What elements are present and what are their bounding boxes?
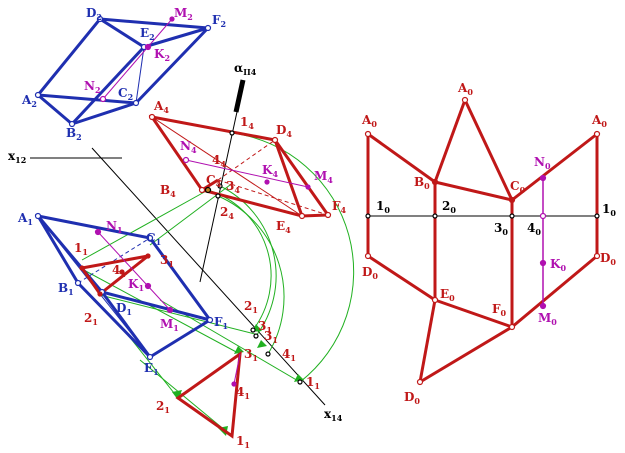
label-d1: D1 bbox=[116, 301, 132, 317]
edge-c2-e2 bbox=[135, 46, 145, 104]
label-e0: E0 bbox=[440, 287, 455, 303]
projection-1 bbox=[34, 213, 213, 359]
label-11: 11 bbox=[74, 241, 88, 257]
label-d0-bottom: D0 bbox=[404, 390, 420, 406]
edge-d1-f1 bbox=[101, 290, 211, 322]
label-e2: E2 bbox=[140, 26, 155, 42]
label-n2: N2 bbox=[84, 79, 101, 95]
edge-b1-c1 bbox=[77, 237, 151, 284]
label-m1: M1 bbox=[160, 317, 179, 333]
label-k1: K1 bbox=[128, 277, 144, 293]
label-b2: B2 bbox=[66, 126, 82, 142]
axis-lines bbox=[30, 79, 598, 406]
section-triangle-1 bbox=[79, 254, 149, 297]
label-a1: A1 bbox=[17, 211, 33, 227]
label-3p1c: 31 bbox=[258, 319, 272, 335]
label-a0-right: A0 bbox=[591, 113, 607, 129]
label-30: 30 bbox=[494, 221, 508, 237]
label-10: 10 bbox=[376, 199, 390, 215]
quad-4-outline bbox=[148, 114, 331, 218]
label-41: 41 bbox=[112, 263, 126, 279]
plane-alpha-trace bbox=[199, 97, 241, 283]
point-markers bbox=[34, 15, 601, 387]
label-e4: E4 bbox=[276, 219, 291, 235]
plane-alpha-trace-thick bbox=[233, 79, 246, 113]
line-m2-n2 bbox=[102, 18, 173, 100]
line-m1-n1 bbox=[97, 231, 171, 311]
edge-d4-e4 bbox=[273, 139, 304, 217]
label-4p1c: 41 bbox=[236, 385, 250, 401]
label-c1: C1 bbox=[146, 231, 161, 247]
label-m2: M2 bbox=[174, 6, 193, 22]
label-1p0: 10 bbox=[602, 202, 616, 218]
label-1p1b: 11 bbox=[236, 434, 250, 450]
label-24: 24 bbox=[220, 205, 234, 221]
label-31: 31 bbox=[160, 253, 174, 269]
label-x14: x14 bbox=[324, 407, 343, 423]
label-20: 20 bbox=[442, 199, 456, 215]
edge-a2-b2 bbox=[37, 93, 73, 126]
label-m0: M0 bbox=[538, 311, 557, 327]
label-44: 44 bbox=[212, 153, 226, 169]
label-a2: A2 bbox=[21, 93, 37, 109]
label-m4: M4 bbox=[314, 169, 333, 185]
label-34: 34 bbox=[226, 179, 240, 195]
label-f2: F2 bbox=[212, 13, 226, 29]
label-3p1: 31 bbox=[264, 329, 278, 345]
label-b1: B1 bbox=[58, 281, 74, 297]
edge-c4-d4 bbox=[217, 139, 276, 181]
label-4p1b: 41 bbox=[282, 347, 296, 363]
axis-x14 bbox=[91, 147, 326, 406]
label-b4: B4 bbox=[160, 183, 176, 199]
label-k4: K4 bbox=[262, 163, 278, 179]
edge-e2-b2 bbox=[70, 45, 146, 126]
edge-c4-f4 bbox=[217, 179, 329, 216]
label-2p1b: 21 bbox=[156, 399, 170, 415]
edge-d2-e2 bbox=[99, 17, 145, 49]
projection-4 bbox=[148, 114, 331, 218]
label-d4: D4 bbox=[276, 123, 292, 139]
label-1p1: 11 bbox=[306, 375, 320, 391]
label-alpha: αII4 bbox=[234, 61, 257, 77]
label-c4: C4 bbox=[206, 173, 222, 189]
quad-1-outline bbox=[34, 213, 213, 359]
label-a0-top: A0 bbox=[457, 81, 473, 97]
edge-a4-e4 bbox=[151, 116, 303, 217]
projection-2 bbox=[35, 17, 212, 126]
label-e1: E1 bbox=[144, 361, 159, 377]
label-k2: K2 bbox=[154, 47, 170, 63]
label-d0: D0 bbox=[362, 265, 378, 281]
label-14: 14 bbox=[240, 115, 254, 131]
label-3p1b: 31 bbox=[244, 347, 258, 363]
label-b0: B0 bbox=[414, 175, 430, 191]
label-f4: F4 bbox=[332, 199, 347, 215]
true-shape-triangle bbox=[175, 350, 242, 439]
label-d2: D2 bbox=[86, 6, 102, 22]
edge-e2-f2 bbox=[143, 26, 209, 49]
label-k0: K0 bbox=[550, 257, 566, 273]
label-c2: C2 bbox=[118, 86, 133, 102]
label-2p1: 21 bbox=[244, 299, 258, 315]
edge-b4-c4 bbox=[201, 178, 219, 192]
label-a4: A4 bbox=[153, 99, 169, 115]
label-d0-right: D0 bbox=[600, 251, 616, 267]
development bbox=[366, 99, 599, 384]
dashed-a2-c2 bbox=[37, 94, 137, 104]
edge-b2-c2 bbox=[71, 101, 137, 126]
label-40: 40 bbox=[527, 221, 541, 237]
label-c0: C0 bbox=[510, 179, 526, 195]
labels: D2 M2 F2 E2 K2 N2 C2 A2 B2 αII4 x12 x14 … bbox=[8, 6, 616, 450]
label-a0: A0 bbox=[361, 113, 377, 129]
line-m4-n4 bbox=[185, 159, 309, 188]
label-n4: N4 bbox=[180, 139, 197, 155]
label-f1: F1 bbox=[214, 315, 228, 331]
label-21: 21 bbox=[84, 311, 98, 327]
label-n1: N1 bbox=[106, 219, 123, 235]
label-n0: N0 bbox=[534, 155, 551, 171]
label-x12: x12 bbox=[8, 149, 26, 165]
label-f0: F0 bbox=[492, 302, 507, 318]
